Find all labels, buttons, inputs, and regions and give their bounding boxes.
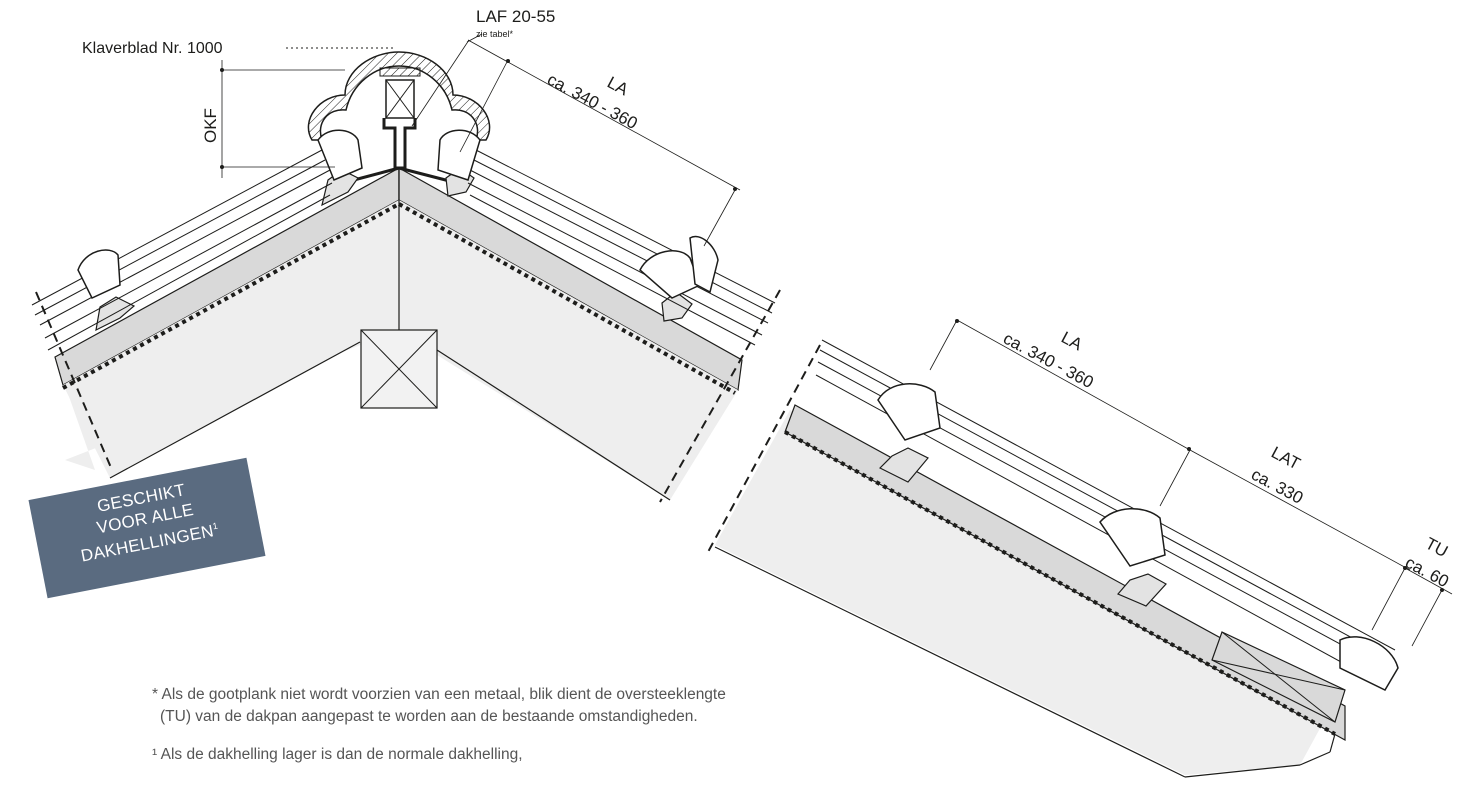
- laf-label: LAF 20-55: [476, 7, 555, 26]
- laf-note: zie tabel*: [476, 29, 514, 39]
- right-insulation: [784, 404, 1346, 742]
- footnote-one-line-1: ¹ Als de dakhelling lager is dan de norm…: [152, 746, 523, 763]
- ridge-tile: [307, 51, 491, 141]
- left-rafter-body-right: [399, 200, 738, 500]
- tu-label: TU: [1422, 534, 1451, 561]
- ridge-tile-label: Klaverblad Nr. 1000: [82, 40, 223, 57]
- tu-value: ca. 60: [1402, 553, 1452, 592]
- okf-label: OKF: [201, 108, 220, 143]
- lat-label: LAT: [1268, 443, 1303, 474]
- la-top-label: LA: [604, 73, 632, 100]
- footnote-star-line-1: * Als de gootplank niet wordt voorzien v…: [152, 686, 726, 703]
- left-rafter-body-left: [63, 200, 399, 478]
- badge-footnote-mark: 1: [211, 520, 219, 532]
- la-right-label: LA: [1058, 328, 1086, 355]
- right-rafter: [715, 410, 1330, 775]
- footnote-star-line-2: (TU) van de dakpan aangepast te worden a…: [160, 708, 698, 725]
